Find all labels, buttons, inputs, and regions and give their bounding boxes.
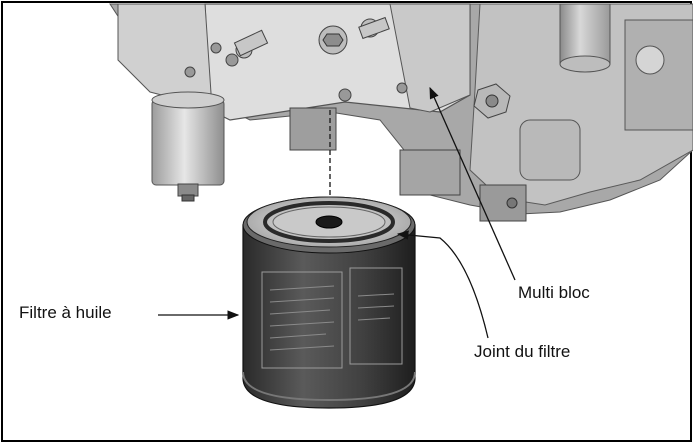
multi-block-label: Multi bloc	[518, 283, 590, 302]
filter-seal-label: Joint du filtre	[474, 342, 571, 361]
secondary-filter	[151, 91, 225, 202]
multi-block-arrow	[429, 86, 516, 281]
filter-seal-ring	[263, 201, 395, 243]
engine-block	[109, 3, 693, 222]
filter-seal-arrow	[396, 230, 489, 339]
oil-filter-cartridge	[242, 196, 416, 409]
oil-filter-label: Filtre à huile	[19, 303, 112, 322]
